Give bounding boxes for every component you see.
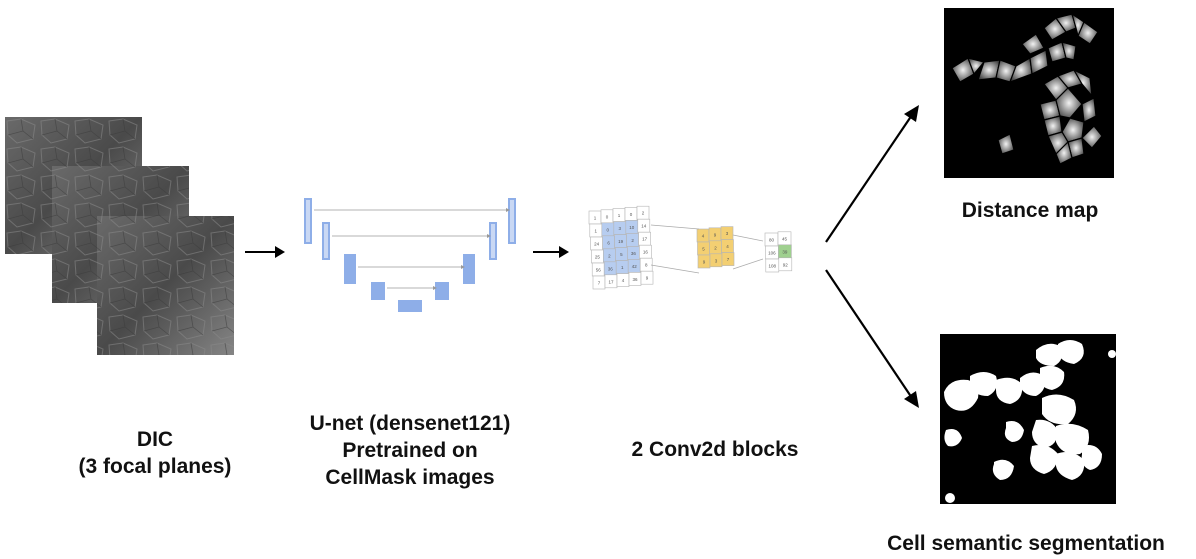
conv-input-grid-cell-value: 17 — [608, 279, 614, 284]
unet-diagram — [304, 198, 516, 312]
conv-output-grid: 80 45 106 39 108 92 — [764, 231, 793, 273]
conv-output-grid-cell-value: 45 — [782, 236, 788, 241]
conv-feature-grid-cell-value: 4 — [726, 244, 729, 249]
conv-output-grid-cell-value: 39 — [782, 249, 788, 254]
conv-input-grid-cell-value: 36 — [608, 266, 614, 271]
unet-label: U-net (densenet121) Pretrained on CellMa… — [275, 410, 545, 491]
dic-image-stack — [5, 117, 250, 359]
conv-input-grid-cell-value: 36 — [631, 251, 637, 256]
conv-input-grid-cell — [640, 270, 654, 285]
distance-map-label: Distance map — [920, 197, 1140, 224]
conv-input-grid-cell-value: 5 — [620, 252, 623, 257]
conv-feature-grid-cell-value: 9 — [714, 232, 717, 237]
unet-encoder-bar-3 — [344, 254, 356, 284]
conv-input-grid-cell-value: 2 — [608, 253, 611, 258]
conv-input-grid-cell-value: 6 — [607, 240, 610, 245]
conv-input-grid-cell-value: 42 — [632, 264, 638, 269]
conv-input-grid-cell-value: 8 — [645, 263, 648, 268]
arrow-to-unet — [245, 246, 285, 258]
distance-map-label-line-1: Distance map — [961, 199, 1099, 222]
segmentation-label: Cell semantic segmentation — [856, 530, 1196, 557]
conv-feature-grid-cell-value: 5 — [702, 247, 705, 252]
conv-input-grid-cell-value: 2 — [631, 238, 634, 243]
conv-feature-grid: 4 9 3 5 2 4 9 3 7 — [696, 226, 735, 269]
segmentation-label-line-1: Cell semantic segmentation — [887, 532, 1165, 555]
unet-decoder-bar-1 — [435, 282, 449, 300]
conv-input-grid-cell-value: 19 — [618, 239, 624, 244]
conv-label-line-1: 2 Conv2d blocks — [631, 438, 799, 461]
conv-input-grid-cell-value: 0 — [607, 227, 610, 232]
unet-bottleneck-bar — [398, 300, 422, 312]
conv-input-grid-cell-value: 14 — [641, 224, 647, 229]
conv-input-grid-cell-value: 0 — [606, 214, 609, 219]
conv-feature-grid-cell-value: 7 — [727, 257, 730, 262]
unet-label-line-3: CellMask images — [325, 466, 495, 489]
conv-input-grid-cell-value: 1 — [595, 229, 598, 234]
segmentation-mask-image — [940, 334, 1116, 504]
conv-output-grid-cell — [778, 257, 793, 272]
arrow-to-conv — [533, 246, 569, 258]
conv-input-grid-cell-value: 17 — [642, 237, 648, 242]
conv-feature-grid-cell-value: 9 — [703, 260, 706, 265]
conv-feature-grid-cell-value: 3 — [726, 231, 729, 236]
conv-input-grid-cell-value: 9 — [646, 276, 649, 281]
conv-input-grid-cell-value: 36 — [632, 277, 638, 282]
dic-label-line-1: DIC — [136, 428, 174, 451]
conv-label: 2 Conv2d blocks — [600, 436, 830, 463]
conv-input-grid-cell-value: 16 — [643, 250, 649, 255]
conv-input-grid-cell-value: 1 — [594, 216, 597, 221]
conv-input-grid-cell-value: 0 — [630, 212, 633, 217]
arrows-to-outputs — [825, 105, 919, 408]
conv-input-grid-cell-value: 2 — [642, 211, 645, 216]
conv-input-grid-cell-value: 3 — [619, 226, 622, 231]
dic-label-line-2: (3 focal planes) — [78, 455, 232, 478]
conv-input-grid-cell-value: 10 — [629, 225, 635, 230]
unet-skip-connections — [314, 209, 506, 289]
conv-output-grid-cell-value: 106 — [768, 251, 776, 256]
conv-feature-grid-cell — [721, 252, 735, 266]
conv-input-grid-cell-value: 7 — [598, 281, 601, 286]
unet-label-line-2: Pretrained on — [342, 439, 478, 462]
unet-encoder-bar-4 — [371, 282, 385, 300]
conv-output-grid-cell-value: 92 — [783, 262, 789, 267]
conv-output-grid-cell-value: 80 — [769, 238, 775, 243]
conv-input-grid-cell-value: 25 — [595, 255, 601, 260]
dic-label: DIC (3 focal planes) — [60, 426, 250, 480]
conv-feature-grid-cell-value: 4 — [702, 234, 705, 239]
unet-decoder-bar-2 — [463, 254, 475, 284]
conv-connection-lines — [650, 224, 764, 274]
conv-input-grid-cell-value: 1 — [621, 265, 624, 270]
dic-image-stack-graphic — [5, 117, 234, 355]
conv-input-grid-cell-value: 4 — [622, 278, 625, 283]
conv-feature-grid-cell-value: 3 — [715, 258, 718, 263]
unet-label-line-1: U-net (densenet121) — [309, 412, 511, 435]
conv-input-grid-cell-value: 24 — [594, 242, 600, 247]
unet-bars — [304, 198, 516, 312]
conv-input-grid-cell-value: 56 — [596, 268, 602, 273]
conv-input-grid-cell-value: 1 — [618, 213, 621, 218]
conv-output-grid-cell-value: 108 — [769, 264, 777, 269]
dic-plane-3 — [97, 216, 234, 355]
distance-map-image — [944, 8, 1114, 178]
conv-feature-grid-cell-value: 2 — [714, 245, 717, 250]
